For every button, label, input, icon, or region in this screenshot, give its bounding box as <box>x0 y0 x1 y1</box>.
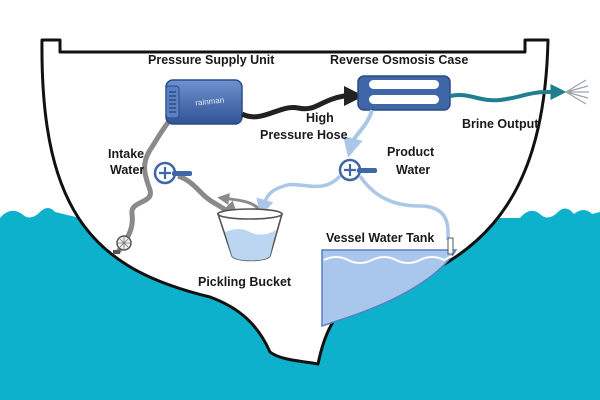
label-product: Product <box>387 145 435 159</box>
intake-strainer-icon <box>113 235 132 254</box>
reverse-osmosis-case[interactable] <box>357 75 451 111</box>
product-line-down <box>343 109 374 158</box>
product-line-to-tank <box>358 175 450 240</box>
product-valve-icon[interactable] <box>338 158 377 182</box>
label-pressure-supply-unit: Pressure Supply Unit <box>148 53 275 67</box>
product-line-to-bucket <box>256 174 342 217</box>
brine-hose <box>449 84 567 103</box>
label-high: High <box>306 111 334 125</box>
high-pressure-hose <box>240 86 364 120</box>
vessel-water-tank <box>321 237 458 328</box>
brand-logo: rainman <box>195 96 225 108</box>
label-vessel-water-tank: Vessel Water Tank <box>326 231 434 245</box>
intake-valve-icon[interactable] <box>153 161 192 185</box>
pressure-supply-unit[interactable]: rainman <box>165 79 243 125</box>
label-pressure-hose: Pressure Hose <box>260 128 348 142</box>
pickling-bucket <box>216 208 284 262</box>
label-reverse-osmosis-case: Reverse Osmosis Case <box>330 53 468 67</box>
label-intake-water: Water <box>110 163 144 177</box>
label-pickling-bucket: Pickling Bucket <box>198 275 292 289</box>
label-intake: Intake <box>108 147 144 161</box>
label-product-water: Water <box>396 163 430 177</box>
brine-spray-icon <box>565 79 589 105</box>
label-brine-output: Brine Output <box>462 117 539 131</box>
intake-hose <box>115 88 194 254</box>
